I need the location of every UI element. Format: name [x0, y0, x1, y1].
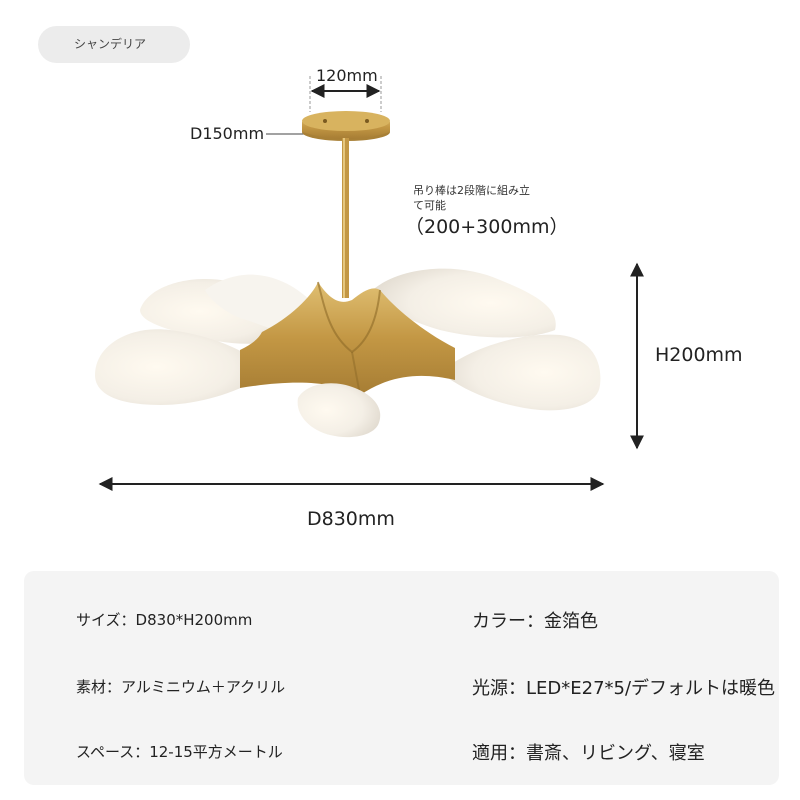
spec-panel: [24, 571, 779, 785]
hanging-rod: [342, 138, 349, 298]
canopy-width-dimension: [309, 76, 382, 112]
rod-note-line3: （200+300mm）: [405, 216, 569, 238]
canopy: [302, 111, 390, 141]
rod-note-line1: 吊り棒は2段階に組み立: [413, 184, 530, 197]
height-label: H200mm: [655, 344, 743, 366]
shade-bottom: [297, 383, 381, 438]
shade-back-right: [370, 268, 556, 338]
rod-note-line2: て可能: [413, 199, 446, 212]
spec-color: カラー：金箔色: [472, 611, 598, 632]
shade-front-left: [95, 329, 270, 405]
shade-back-left: [140, 279, 310, 344]
shade-front-right: [440, 334, 601, 411]
spec-usage: 適用：書斎、リビング、寝室: [472, 743, 705, 764]
spec-space: スペース：12-15平方メートル: [76, 743, 283, 761]
category-tag-label: シャンデリア: [73, 37, 146, 51]
gold-body: [240, 282, 455, 395]
canopy-width-label: 120mm: [316, 66, 378, 85]
category-tag: シャンデリア: [38, 26, 190, 63]
diameter-label: D830mm: [307, 508, 395, 530]
chandelier-illustration: [95, 76, 644, 491]
spec-light-source: 光源：LED*E27*5/デフォルトは暖色: [472, 678, 776, 699]
canopy-diameter-label: D150mm: [190, 124, 265, 143]
spec-size: サイズ：D830*H200mm: [76, 611, 253, 629]
spec-material: 素材：アルミニウム＋アクリル: [76, 678, 286, 696]
